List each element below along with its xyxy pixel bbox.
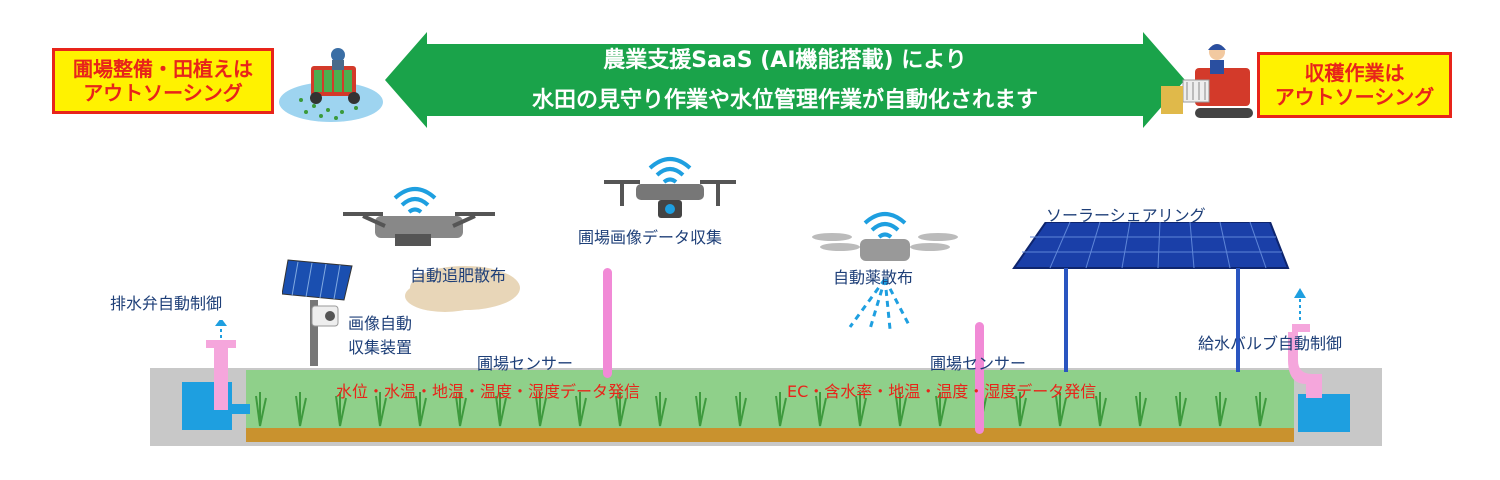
outsourcing-planting-line2: アウトソーシング — [83, 81, 243, 105]
image-collect-label: 圃場画像データ収集 — [578, 228, 723, 247]
fertilizer-drone — [343, 187, 520, 312]
image-device-label-line1: 画像自動 — [348, 314, 413, 333]
image-device-label-line2: 収集装置 — [348, 338, 413, 357]
pesticide-drone — [812, 212, 958, 330]
outsourcing-harvest-line2: アウトソーシング — [1274, 85, 1435, 109]
rice-plants — [255, 392, 1267, 427]
drain-valve-label: 排水弁自動制御 — [110, 294, 223, 313]
supply-valve — [1288, 288, 1322, 398]
sensor-data-left: 水位・水温・地温・温度・湿度データ発信 — [336, 382, 641, 401]
field-sensor-right — [975, 322, 984, 434]
green-banner-arrow — [385, 32, 1185, 128]
sensor-right-label: 圃場センサー — [930, 354, 1027, 373]
outsourcing-planting-box: 圃場整備・田植えは アウトソーシング — [52, 48, 274, 114]
wifi-icon — [648, 157, 692, 184]
solar-sharing-label: ソーラーシェアリング — [1046, 206, 1206, 225]
supply-valve-label: 給水バルブ自動制御 — [1198, 334, 1343, 353]
fertilizer-label: 自動追肥散布 — [410, 266, 507, 285]
rice-planter-icon — [279, 48, 383, 122]
image-collection-device — [282, 259, 353, 366]
banner-line2: 水田の見守り作業や水位管理作業が自動化されます — [531, 88, 1038, 113]
wifi-icon — [393, 187, 437, 214]
sensor-left-label: 圃場センサー — [477, 354, 574, 373]
outsourcing-planting-line1: 圃場整備・田植えは — [73, 57, 253, 81]
pesticide-label: 自動薬散布 — [833, 268, 914, 287]
harvester-icon — [1161, 44, 1253, 118]
outsourcing-harvest-line1: 収穫作業は — [1304, 61, 1405, 85]
field-sensor-left — [603, 268, 612, 378]
image-drone — [604, 157, 736, 218]
outsourcing-harvest-box: 収穫作業は アウトソーシング — [1257, 52, 1452, 118]
paddy-field — [150, 368, 1382, 446]
solar-panel-icon — [1012, 222, 1290, 372]
wifi-icon — [863, 212, 907, 239]
banner-line1: 農業支援SaaS (AI機能搭載) により — [603, 48, 967, 73]
sensor-data-right: EC・含水率・地温・温度・湿度データ発信 — [787, 382, 1097, 401]
drain-valve — [206, 320, 236, 410]
